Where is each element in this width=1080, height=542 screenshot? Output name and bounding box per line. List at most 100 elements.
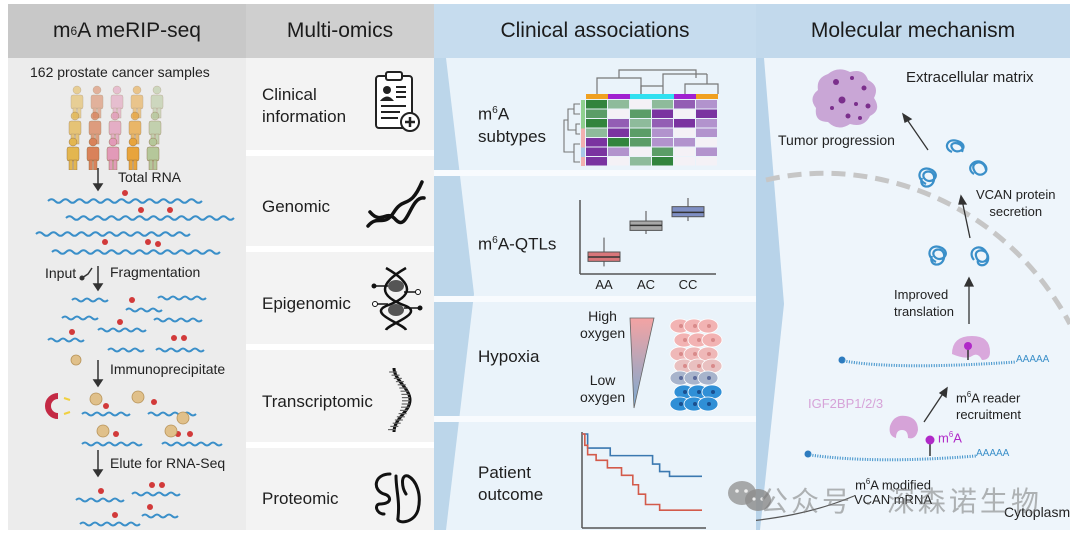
low-oxygen-label: Low oxygen [580,372,625,406]
rna-strand [161,441,223,447]
text-part: A [497,104,510,124]
mechanism-diagram [756,69,1070,521]
watermark-text: 公众号 · 深森诺生物 [760,486,1042,517]
divider [434,170,756,176]
x-tick-label: AC [637,277,655,292]
rna-strand [141,513,179,519]
text-part: Low [589,372,616,388]
rna-strand [35,231,191,237]
tumor-cluster-icon [812,69,878,128]
rna-strand [79,521,141,527]
heatmap-cell [696,100,717,109]
m6a-dot [98,488,104,494]
step-immunoprecipitate: Immunoprecipitate [110,361,226,377]
rna-strand [131,491,181,497]
cell-membrane [765,170,1070,326]
text-part: m [938,430,949,446]
m6a-dot [129,297,135,303]
cell-nucleus [679,324,683,328]
m6a-subtypes-heatmap [563,69,719,166]
tumor-cell-cluster [669,318,723,412]
omics-item-proteomic: Proteomic [262,489,339,508]
text-sup: 6 [948,430,954,439]
cell-nucleus [711,390,715,394]
chevron-arrow [756,58,784,530]
antibody-beads [70,354,190,438]
heatmap-cell [608,138,629,147]
reader-recruitment-label: m6A reader recruitment [956,386,1021,423]
rna-strand [75,497,125,503]
step-total-rna: Total RNA [118,169,182,185]
m6a-marks [69,190,193,518]
oxygen-gradient-wedge [629,317,655,409]
molecular-mechanism-header: Molecular mechanism [756,4,1070,58]
heatmap-cell [652,119,673,128]
rna-strand [147,411,197,417]
heatmap-cell [586,128,607,137]
divider [246,442,434,448]
ribosome-reader-icon [952,336,990,360]
rna-strand [125,307,163,313]
m6a-dot [155,241,161,247]
text-part: A-QTLs [497,234,557,254]
m6a-dot [171,335,177,341]
m6a-qtls-label: m6A-QTLs [478,230,556,256]
text-part: A modified [870,477,931,493]
mrna-bottom [804,435,977,462]
rna-strand [47,337,85,343]
text-sup: 6 [865,477,871,486]
igf2bp-label: IGF2BP1/2/3 [808,396,884,411]
rna-strand [153,317,203,323]
heatmap-cell [608,119,629,128]
heatmap-cell [652,109,673,118]
heatmap-cell [586,138,607,147]
mrna-top [838,356,1017,368]
m6a-dot [151,399,157,405]
text-part: m [855,477,866,493]
omics-label: information [262,107,347,126]
high-oxygen-label: High oxygen [580,308,625,342]
column-dendrogram [596,69,719,94]
rna-strand-icon [388,367,412,433]
title-sup: 6 [70,24,78,38]
text-part: VCAN protein [976,187,1056,202]
cell-nucleus [711,364,715,368]
clinical-associations-header: Clinical associations [434,4,756,58]
cell-nucleus [697,364,701,368]
step-elute: Elute for RNA-Seq [110,455,226,471]
cell-nucleus [693,324,697,328]
m6a-subtypes-label: m6A subtypes [478,100,546,148]
multiomics-header: Multi-omics [246,4,434,58]
cell-nucleus [707,376,711,380]
person-icon [146,137,160,170]
rna-waves [35,198,235,527]
text-part: translation [894,304,954,319]
heatmap-cell [586,100,607,109]
heatmap-cell [696,128,717,137]
improved-translation-label: Improved translation [894,286,954,320]
heatmap-cell [652,157,673,166]
heatmap-cell [652,100,673,109]
rna-strand [107,347,145,353]
heatmap-cell [630,100,651,109]
row-group-bar [581,147,585,157]
row-group-bar [581,157,585,166]
heatmap-cell [696,109,717,118]
text-sup: 6 [492,235,498,246]
heatmap-cell [586,109,607,118]
row-group-bar [581,138,585,148]
rna-strand [47,198,203,204]
column-group-bar [586,94,608,99]
m6a-dot [147,504,153,510]
extracellular-matrix-label: Extracellular matrix [906,69,1034,86]
row-dendrogram [563,103,580,163]
samples-label: 162 prostate cancer samples [30,64,210,80]
survival-line-low [582,433,702,511]
text-part: oxygen [580,389,626,405]
cell-nucleus [679,402,683,406]
text-part: secretion [989,204,1043,219]
x-tick-label: AA [595,277,613,292]
rna-strand [155,347,205,353]
